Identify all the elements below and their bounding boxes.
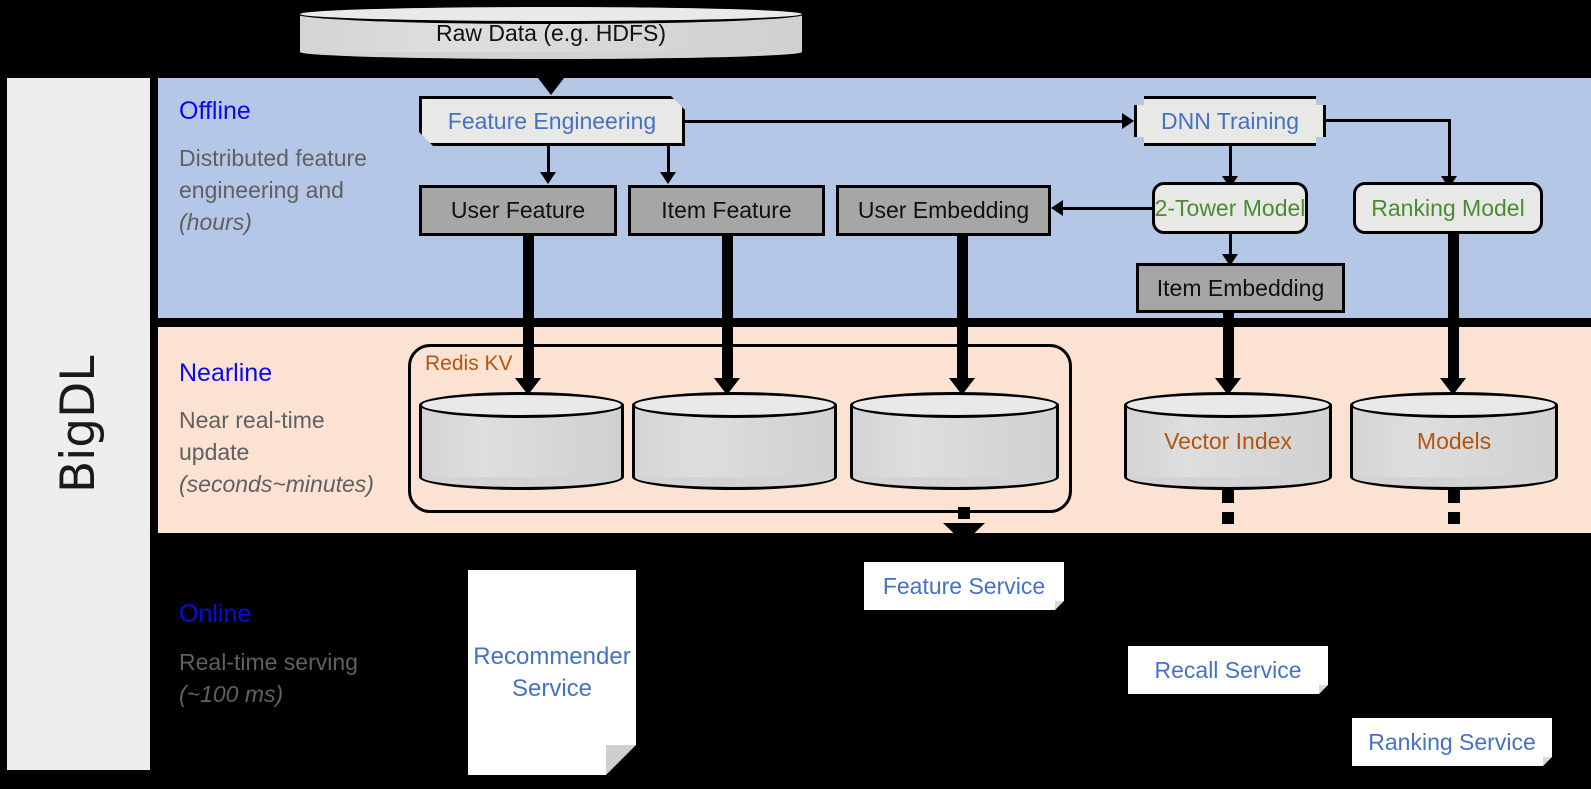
feature-service-label: Feature Service	[882, 572, 1046, 599]
pipe-ranking-model-to-models	[1448, 234, 1459, 386]
dash-kv-to-feature-service-1	[958, 507, 970, 519]
kv-store-cylinder-2[interactable]	[632, 392, 837, 490]
service-ranking[interactable]: Ranking Service	[1352, 718, 1552, 766]
two-tower-model-label: 2-Tower Model	[1154, 194, 1306, 221]
page-fold-icon	[606, 745, 636, 775]
pipe-user-feature-to-kv	[523, 236, 534, 386]
vector-index-label: Vector Index	[1164, 427, 1292, 454]
nearline-description: Near real-time update (seconds~minutes)	[179, 404, 394, 500]
ranking-model-label: Ranking Model	[1371, 194, 1525, 221]
online-description-text: Real-time serving	[179, 649, 358, 675]
cylinder-top	[850, 392, 1059, 418]
user-feature-label: User Feature	[450, 197, 586, 223]
dash-models-to-ranking-1	[1448, 489, 1460, 503]
nearline-title: Nearline	[179, 359, 273, 387]
offline-description: Distributed feature engineering and (hou…	[179, 142, 394, 238]
recall-service-label: Recall Service	[1154, 656, 1302, 683]
node-item-embedding[interactable]: Item Embedding	[1136, 263, 1345, 313]
service-feature[interactable]: Feature Service	[864, 562, 1064, 610]
kv-store-2-label	[632, 392, 837, 490]
connector-fe-to-dnn	[685, 120, 1123, 123]
page-fold-icon	[1543, 757, 1552, 766]
node-feature-engineering[interactable]: Feature Engineering	[419, 96, 685, 146]
nearline-description-emphasis: (seconds~minutes)	[179, 471, 374, 497]
dash-models-to-ranking-2	[1448, 512, 1460, 524]
vector-index-cylinder[interactable]: Vector Index	[1124, 392, 1332, 490]
cylinder-top	[419, 392, 624, 418]
online-title: Online	[179, 600, 252, 628]
arrowhead-fe-to-dnn	[1122, 113, 1134, 129]
node-user-embedding[interactable]: User Embedding	[836, 185, 1051, 236]
online-description: Real-time serving (~100 ms)	[179, 646, 394, 710]
node-ranking-model[interactable]: Ranking Model	[1353, 182, 1543, 234]
models-label: Models	[1416, 427, 1492, 454]
node-2-tower-model[interactable]: 2-Tower Model	[1152, 182, 1308, 234]
node-dnn-training[interactable]: DNN Training	[1134, 96, 1326, 146]
arrowhead-ranking-model-to-models	[1440, 378, 1466, 395]
dash-vector-index-to-recall-2	[1222, 512, 1234, 524]
offline-description-emphasis: (hours)	[179, 209, 252, 235]
redis-kv-label: Redis KV	[425, 352, 513, 375]
node-item-feature[interactable]: Item Feature	[628, 185, 825, 236]
offline-title: Offline	[179, 97, 251, 125]
node-user-feature[interactable]: User Feature	[419, 185, 617, 236]
arrowhead-user-feature-to-kv	[515, 378, 541, 395]
service-recommender[interactable]: Recommender Service	[468, 570, 636, 775]
raw-data-cylinder[interactable]: Raw Data (e.g. HDFS)	[297, 4, 805, 62]
connector-2tower-to-user-embedding	[1063, 207, 1155, 210]
kv-store-cylinder-1[interactable]	[419, 392, 624, 490]
connector-2tower-to-item-embedding	[1229, 234, 1232, 266]
bigdl-label: BigDL	[51, 355, 106, 493]
arrowhead-raw-to-fe	[538, 78, 564, 95]
page-fold-icon	[1055, 601, 1064, 610]
pipe-item-feature-to-kv	[722, 236, 733, 386]
dash-vector-index-to-recall-1	[1222, 489, 1234, 503]
online-description-emphasis: (~100 ms)	[179, 681, 284, 707]
pipe-item-embedding-to-vector-index	[1223, 313, 1234, 386]
redis-kv-container[interactable]	[408, 344, 1072, 513]
kv-store-3-label	[850, 392, 1059, 490]
arrowhead-item-feature-to-kv	[714, 378, 740, 395]
connector-fe-to-user-feature	[547, 146, 550, 174]
service-recall[interactable]: Recall Service	[1128, 646, 1328, 694]
raw-data-label: Raw Data (e.g. HDFS)	[435, 19, 667, 46]
connector-dnn-to-ranking-h	[1326, 119, 1451, 122]
bigdl-rail: BigDL	[7, 78, 150, 770]
arrowhead-kv-to-feature-service	[943, 523, 985, 543]
arrowhead-item-embedding-to-vector-index	[1215, 378, 1241, 395]
feature-engineering-label: Feature Engineering	[447, 107, 657, 134]
page-fold-icon	[1319, 685, 1328, 694]
dnn-training-label: DNN Training	[1160, 107, 1300, 134]
item-feature-label: Item Feature	[661, 197, 792, 223]
connector-fe-to-item-feature	[667, 146, 670, 174]
models-cylinder[interactable]: Models	[1350, 392, 1558, 490]
item-embedding-label: Item Embedding	[1156, 274, 1325, 301]
arrowhead-2tower-to-user-embedding	[1051, 200, 1063, 216]
kv-store-1-label	[419, 392, 624, 490]
cylinder-top	[632, 392, 837, 418]
ranking-service-label: Ranking Service	[1368, 728, 1536, 755]
kv-store-cylinder-3[interactable]	[850, 392, 1059, 490]
connector-dnn-to-2tower	[1229, 146, 1232, 180]
user-embedding-label: User Embedding	[857, 197, 1030, 223]
pipe-user-embedding-to-kv	[957, 236, 968, 386]
connector-dnn-to-ranking-v	[1448, 119, 1451, 181]
cylinder-top	[1124, 392, 1332, 418]
nearline-description-text: Near real-time update	[179, 407, 325, 465]
arrowhead-user-embedding-to-kv	[949, 378, 975, 395]
cylinder-top	[1350, 392, 1558, 418]
recommender-service-label: Recommender Service	[473, 642, 631, 702]
arrowhead-fe-to-item-feature	[660, 172, 676, 184]
arrowhead-fe-to-user-feature	[540, 172, 556, 184]
offline-description-text: Distributed feature engineering and	[179, 145, 367, 203]
cylinder-top	[297, 4, 805, 24]
connector-raw-to-fe	[549, 62, 554, 84]
